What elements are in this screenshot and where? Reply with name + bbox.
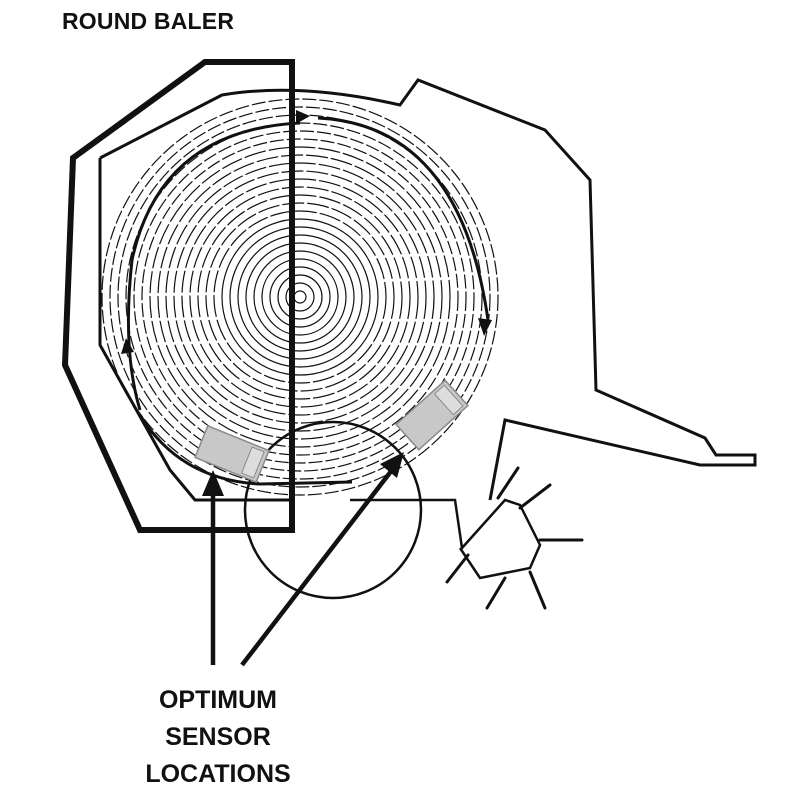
arrowhead-icon [478,318,492,336]
pickup-arm [350,498,542,580]
baler-inner-wall [98,158,295,502]
bale-ring [189,186,411,408]
bale-ring [285,282,315,312]
bale-ring [133,130,467,464]
bale-ring [109,106,491,488]
tailgate-outline [61,59,295,533]
sensor-left [194,424,270,484]
bale-ring [245,242,355,352]
bale-rings [101,98,499,496]
callout-label: OPTIMUM SENSOR LOCATIONS [118,682,318,793]
sensor-right [395,379,469,451]
bale-ring [237,234,363,360]
bale-ring [213,210,387,384]
bale-ring [173,170,427,424]
bale-ring [229,226,371,368]
bale-ring [141,138,459,456]
bale-ring [197,194,403,400]
bale-ring [253,250,347,344]
bale-ring [293,290,307,304]
arrowhead-icon [121,338,134,354]
bale-ring [157,154,443,440]
bale-ring [149,146,451,448]
diagram-title: ROUND BALER [62,8,235,34]
arrowhead-icon [296,110,310,124]
arrowhead-icon [202,470,224,496]
rotation-arrows [126,116,490,486]
callout-line-1: OPTIMUM [158,686,278,714]
bale-ring [261,258,339,336]
pickup-tines [445,466,584,610]
leader-line-right [240,468,394,667]
bale-ring [101,98,499,496]
bale-ring [165,162,435,432]
bale-ring [277,274,323,320]
callout-line-2: SENSOR [165,723,271,751]
bale-ring [205,202,395,392]
callout-line-3: LOCATIONS [145,760,291,788]
bale-ring [221,218,379,376]
rotation-arc-bottom [138,414,353,486]
sensor-zone-circle [243,420,423,600]
rotation-arc-left [126,121,301,411]
rotation-arc-right [317,116,490,321]
arrowhead-icon [380,452,404,478]
baler-body-outline [99,78,757,501]
bale-ring [269,266,331,328]
bale-ring [181,178,419,416]
